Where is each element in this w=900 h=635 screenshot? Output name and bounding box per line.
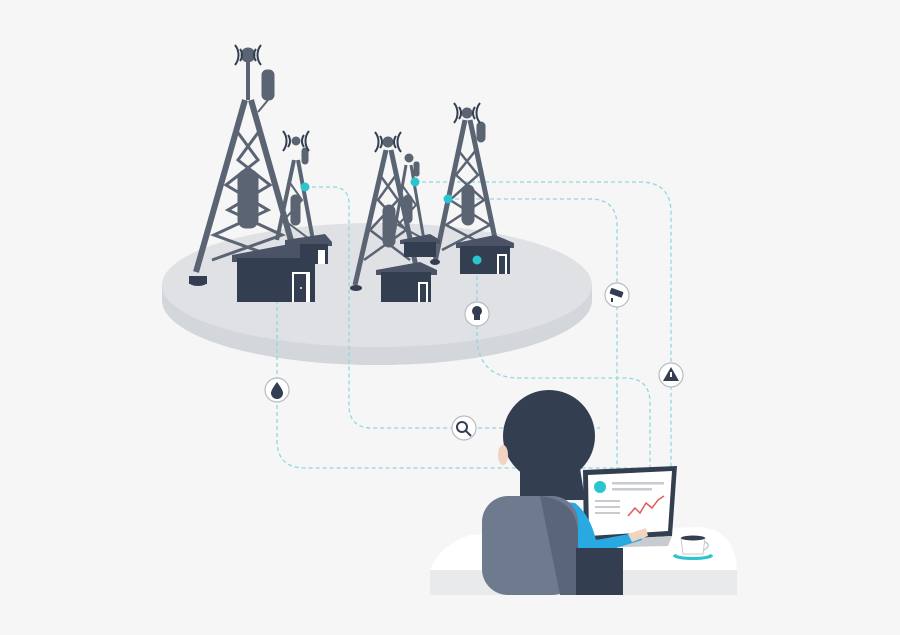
security-camera-icon <box>604 282 630 308</box>
magnifier-icon <box>451 415 477 441</box>
building-middle <box>376 262 437 302</box>
network-connections <box>276 181 672 500</box>
sensor-dots <box>300 177 482 265</box>
water-drop-icon <box>264 377 290 403</box>
tower-small-left <box>275 136 315 241</box>
building-right <box>456 235 514 274</box>
warning-icon <box>658 362 684 388</box>
tower-middle-back <box>391 153 426 241</box>
building-large <box>232 242 320 302</box>
building-small-back <box>285 234 332 264</box>
laptop <box>575 466 677 548</box>
coffee-cup <box>673 535 713 560</box>
light-bulb-icon <box>464 301 490 327</box>
platform <box>162 223 592 365</box>
office-chair <box>482 496 623 595</box>
building-middle-back <box>400 234 440 257</box>
